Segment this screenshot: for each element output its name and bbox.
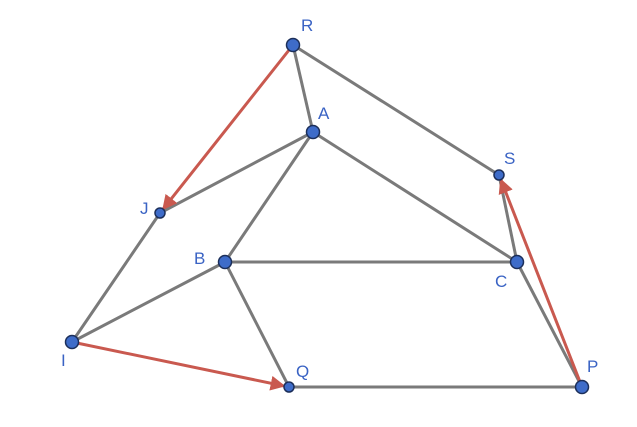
point-b[interactable] <box>217 254 233 270</box>
vector-r-to-j <box>162 43 295 211</box>
point-label-p: P <box>587 357 598 376</box>
point-q[interactable] <box>283 381 295 393</box>
point-label-a: A <box>318 104 330 123</box>
segment-bi <box>70 260 227 344</box>
point-r[interactable] <box>285 37 301 53</box>
vectors <box>70 43 584 391</box>
points <box>64 37 590 395</box>
point-a[interactable] <box>305 124 321 140</box>
segment-ac <box>311 130 519 264</box>
point-labels: R A S J B C I Q P <box>61 16 598 381</box>
vector-p-to-s <box>498 178 584 389</box>
point-label-b: B <box>194 249 205 268</box>
point-s[interactable] <box>493 169 505 181</box>
segment-cp <box>515 260 584 389</box>
point-j[interactable] <box>154 207 166 219</box>
segment-ji <box>70 211 162 344</box>
point-p[interactable] <box>574 379 590 395</box>
segment-bq <box>223 260 291 389</box>
segment-aj <box>158 130 315 215</box>
vector-i-to-q <box>70 340 286 391</box>
segment-rs <box>291 43 501 177</box>
segment-ra <box>291 43 315 134</box>
point-label-c: C <box>495 272 507 291</box>
point-c[interactable] <box>509 254 525 270</box>
segment-ab <box>223 130 315 264</box>
point-i[interactable] <box>64 334 80 350</box>
point-label-r: R <box>301 16 313 35</box>
point-label-j: J <box>140 199 149 218</box>
segment-sc <box>497 173 519 264</box>
point-label-q: Q <box>296 362 309 381</box>
point-label-i: I <box>61 351 66 370</box>
point-label-s: S <box>504 149 515 168</box>
segments <box>70 43 584 389</box>
